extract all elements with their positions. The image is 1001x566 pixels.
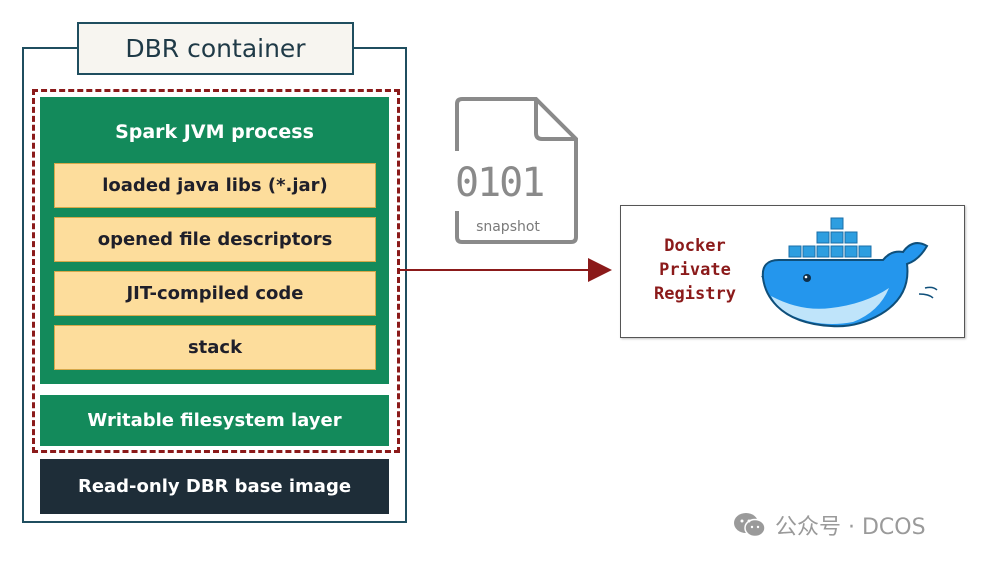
wechat-icon [734,513,766,538]
spark-jvm-process-title: Spark JVM process [115,121,314,143]
registry-label: Docker Private Registry [647,234,743,306]
registry-label-line: Private [659,260,731,280]
snapshot-file-icon [444,97,578,244]
registry-label-line: Registry [654,284,736,304]
writable-filesystem-layer: Writable filesystem layer [40,395,389,446]
docker-whale-icon [761,217,938,328]
registry-label-line: Docker [664,236,726,256]
spark-jvm-process-box: Spark JVM process loaded java libs (*.ja… [40,97,389,384]
snapshot-binary-text: 0101 [455,160,545,206]
jvm-item-java-libs: loaded java libs (*.jar) [54,163,376,208]
readonly-base-image-layer: Read-only DBR base image [40,459,389,514]
docker-private-registry-box: Docker Private Registry [620,205,965,338]
watermark-text: 公众号 · DCOS [775,515,926,540]
snapshot-scope-dashed-border [32,89,400,453]
snapshot-label: snapshot [476,219,540,235]
dbr-container-title: DBR container [77,22,354,75]
jvm-item-file-descriptors: opened file descriptors [54,217,376,262]
watermark: 公众号 · DCOS [733,510,926,540]
jvm-item-stack: stack [54,325,376,370]
jvm-item-jit-code: JIT-compiled code [54,271,376,316]
